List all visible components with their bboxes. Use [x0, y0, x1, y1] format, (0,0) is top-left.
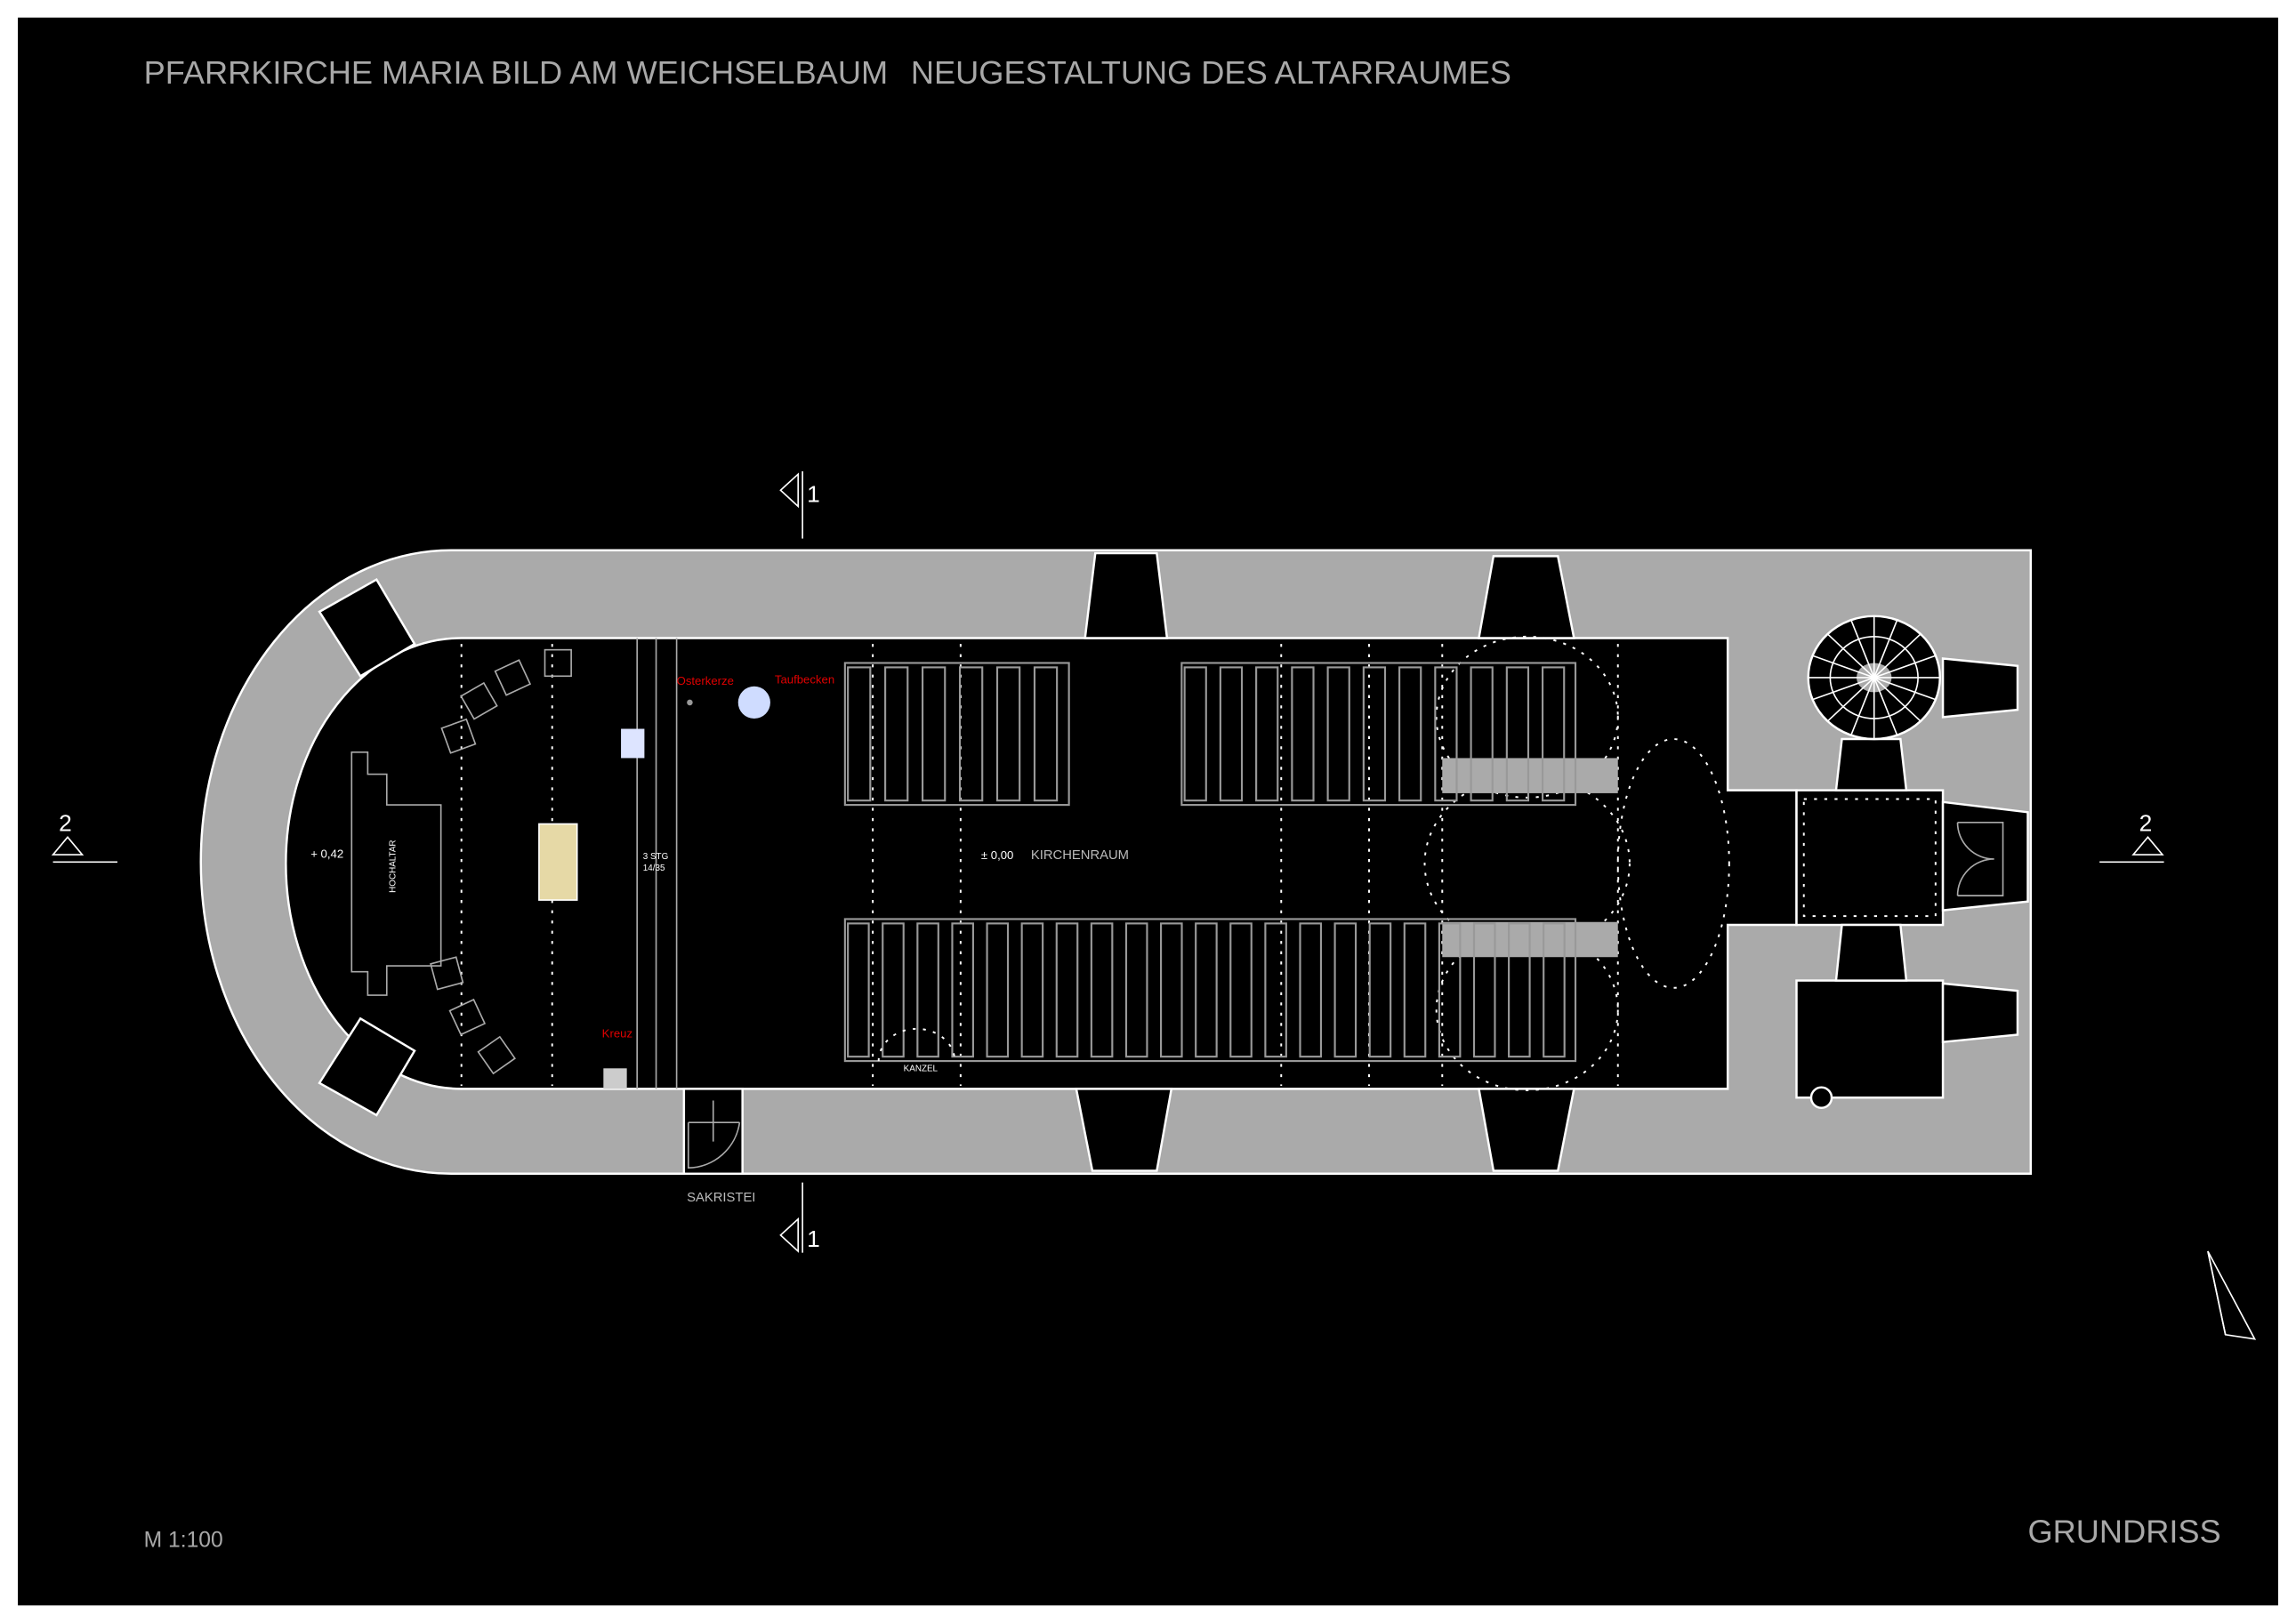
- sakristei-label: SAKRISTEI: [687, 1191, 755, 1205]
- section-marker-2-right: 2: [2099, 810, 2164, 864]
- pew: [995, 666, 1021, 802]
- pew: [1333, 922, 1357, 1058]
- altar-level-label: + 0,42: [310, 847, 343, 860]
- nave-name-label: KIRCHENRAUM: [1031, 848, 1129, 863]
- pew: [1438, 922, 1462, 1058]
- taufbecken-basin: [737, 686, 770, 719]
- seats: [430, 648, 572, 1075]
- pew: [1291, 666, 1315, 802]
- pew: [1020, 922, 1044, 1058]
- kreuz-label: Kreuz: [602, 1027, 632, 1040]
- pew: [847, 666, 872, 802]
- tower-area: [1795, 657, 2029, 1109]
- svg-text:1: 1: [807, 1225, 820, 1252]
- osterkerze-label: Osterkerze: [677, 674, 734, 687]
- taufbecken-label: Taufbecken: [775, 673, 834, 687]
- scale-label: M 1:100: [144, 1528, 223, 1552]
- stairs-count-label: 3 STG: [643, 852, 669, 862]
- pew: [1195, 922, 1218, 1058]
- pew: [1124, 922, 1148, 1058]
- pew-block: [1180, 662, 1577, 807]
- svg-text:2: 2: [59, 810, 72, 837]
- pew: [1033, 666, 1059, 802]
- pew: [1255, 666, 1279, 802]
- pew: [916, 922, 939, 1058]
- nave-interior: [285, 637, 1798, 1090]
- sakristei-door[interactable]: [682, 1088, 744, 1176]
- pew: [1505, 666, 1530, 802]
- pew: [1398, 666, 1422, 802]
- pew: [1090, 922, 1114, 1058]
- pew: [1470, 666, 1494, 802]
- volksaltar: [538, 823, 578, 901]
- kanzel-label: KANZEL: [904, 1065, 939, 1074]
- pew: [1219, 666, 1244, 802]
- svg-text:2: 2: [2139, 810, 2153, 837]
- altar-zone: [350, 638, 770, 1089]
- pew: [1543, 922, 1566, 1058]
- pews: [843, 662, 1577, 1063]
- pew: [1160, 922, 1183, 1058]
- pew: [1508, 922, 1531, 1058]
- pew: [882, 922, 905, 1058]
- apse-windows: [318, 577, 416, 1117]
- pew: [1434, 666, 1458, 802]
- pew: [1055, 922, 1079, 1058]
- pew: [986, 922, 1010, 1058]
- ambo: [621, 728, 645, 759]
- pew: [1362, 666, 1387, 802]
- nave-level-label: ± 0,00: [981, 848, 1013, 862]
- stairs-dimension-label: 14/35: [643, 864, 665, 873]
- pew: [1542, 666, 1566, 802]
- pew: [1368, 922, 1392, 1058]
- pew-block: [843, 918, 1577, 1063]
- kreuz-base: [603, 1068, 627, 1089]
- pew: [1299, 922, 1323, 1058]
- pew: [1472, 922, 1496, 1058]
- pew: [847, 922, 870, 1058]
- svg-text:1: 1: [807, 480, 820, 507]
- hochaltar-label: HOCHALTAR: [389, 840, 399, 892]
- spiral-staircase: [1807, 615, 1942, 741]
- pew: [884, 666, 909, 802]
- wall-niches: [1075, 551, 1575, 1172]
- north-arrow-icon: [2207, 1250, 2257, 1340]
- pew: [951, 922, 974, 1058]
- section-marker-1-top: 1: [779, 470, 820, 539]
- pew: [1264, 922, 1287, 1058]
- pew: [958, 666, 984, 802]
- osterkerze-stand: [687, 699, 693, 706]
- drawing-subject: NEUGESTALTUNG DES ALTARRAUMES: [911, 54, 1511, 91]
- pew: [1229, 922, 1253, 1058]
- pew-block: [843, 662, 1070, 807]
- sheet-title: GRUNDRISS: [2028, 1513, 2221, 1549]
- project-title: PFARRKIRCHE MARIA BILD AM WEICHSELBAUM: [144, 54, 889, 91]
- pew: [922, 666, 947, 802]
- pew: [1183, 666, 1207, 802]
- pew: [1403, 922, 1427, 1058]
- section-marker-2-left: 2: [51, 810, 117, 864]
- section-marker-1-bottom: 1: [779, 1182, 820, 1253]
- pew: [1326, 666, 1350, 802]
